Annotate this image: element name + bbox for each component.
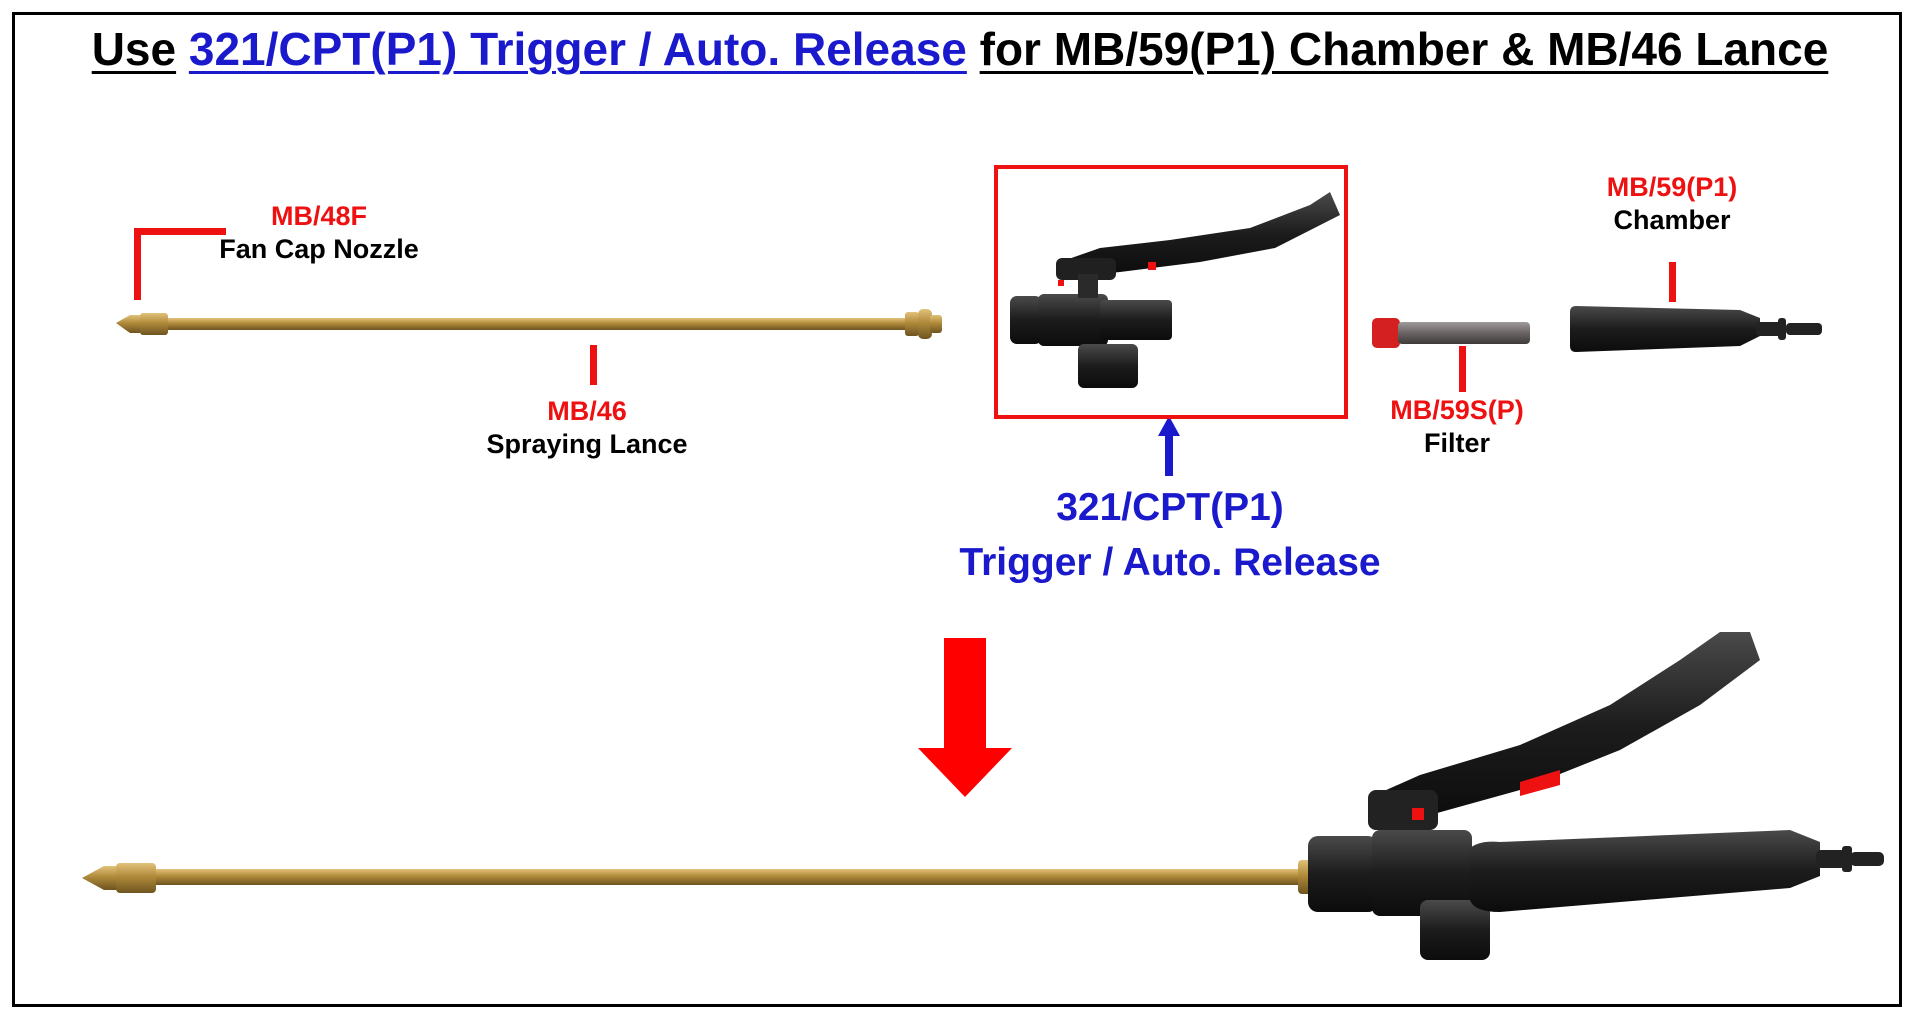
filter-name: Filter: [1423, 427, 1490, 458]
trigger-name: Trigger / Auto. Release: [959, 541, 1381, 585]
diagram-frame: [12, 12, 1902, 1007]
red-arrow-down-icon: [918, 638, 1012, 797]
diagram-title: Use 321/CPT(P1) Trigger / Auto. Release …: [0, 22, 1920, 76]
filter-part: [1372, 318, 1530, 348]
trigger-part: [1010, 192, 1340, 388]
lance-part: [116, 309, 942, 339]
trigger-label: 321/CPT(P1) Trigger / Auto. Release: [920, 480, 1420, 591]
filter-code: MB/59S(P): [1390, 395, 1524, 425]
filter-leader: [1459, 346, 1466, 392]
trigger-code: 321/CPT(P1): [1056, 486, 1284, 529]
filter-label: MB/59S(P) Filter: [1357, 394, 1557, 460]
lance-leader: [590, 345, 597, 385]
chamber-label: MB/59(P1) Chamber: [1562, 171, 1782, 237]
nozzle-leader-horizontal: [134, 228, 226, 235]
title-highlight: 321/CPT(P1) Trigger / Auto. Release: [188, 23, 967, 75]
nozzle-name: Fan Cap Nozzle: [219, 233, 419, 264]
lance-name: Spraying Lance: [486, 428, 688, 459]
nozzle-label: MB/48F Fan Cap Nozzle: [204, 200, 434, 266]
trigger-highlight-box: [994, 165, 1348, 419]
assembled-lance: [82, 860, 1320, 894]
lance-label: MB/46 Spraying Lance: [467, 395, 707, 461]
title-prefix: Use: [91, 23, 177, 75]
chamber-leader: [1669, 262, 1676, 302]
blue-arrow-up-icon: [1158, 416, 1180, 476]
chamber-name: Chamber: [1613, 204, 1731, 235]
nozzle-code: MB/48F: [270, 201, 368, 231]
chamber-part: [1570, 306, 1822, 352]
assembled-handle: [1308, 632, 1884, 960]
title-suffix: for MB/59(P1) Chamber & MB/46 Lance: [979, 23, 1829, 75]
chamber-code: MB/59(P1): [1606, 172, 1738, 202]
nozzle-leader-vertical: [134, 228, 141, 300]
lance-code: MB/46: [547, 396, 627, 426]
